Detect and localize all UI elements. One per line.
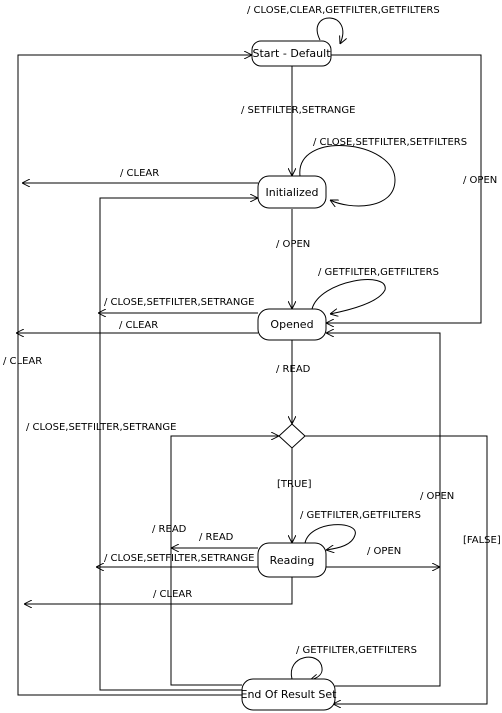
label-reading-self: / GETFILTER,GETFILTERS <box>300 510 421 521</box>
start-open-path <box>326 54 482 323</box>
reading-clear-path <box>24 577 293 604</box>
state-end-of-result-set[interactable]: End Of Result Set <box>241 678 338 711</box>
label-reading-open: / OPEN <box>367 546 401 557</box>
end-self-loop <box>290 656 323 680</box>
label-initialized-self: / CLOSE,SETFILTER,SETFILTERS <box>313 137 467 148</box>
state-opened[interactable]: Opened <box>257 308 327 341</box>
label-opened-self: / GETFILTER,GETFILTERS <box>318 267 439 278</box>
label-opened-close: / CLOSE,SETFILTER,SETRANGE <box>104 297 254 308</box>
reading-self-loop <box>304 524 356 550</box>
choice-diamond[interactable] <box>278 423 306 449</box>
opened-self-loop <box>311 279 386 314</box>
state-start-default[interactable]: Start - Default <box>251 40 332 67</box>
label-end-self: / GETFILTER,GETFILTERS <box>296 645 417 656</box>
transition-lines <box>16 17 488 704</box>
label-choice-true: [TRUE] <box>277 479 312 490</box>
label-choice-false: [FALSE] <box>463 535 501 546</box>
state-label: Start - Default <box>252 47 331 60</box>
label-initialized-clear: / CLEAR <box>120 168 159 179</box>
label-end-read: / READ <box>152 524 187 535</box>
start-self-loop <box>316 17 343 44</box>
end-close-path <box>99 198 258 691</box>
label-reading-close: / CLOSE,SETFILTER,SETRANGE <box>104 553 254 564</box>
transition-labels: / CLOSE,CLEAR,GETFILTER,GETFILTERS / SET… <box>3 5 501 656</box>
state-label: Opened <box>270 318 313 331</box>
label-opened-clear: / CLEAR <box>119 320 158 331</box>
state-label: Initialized <box>265 186 318 199</box>
label-start-to-initialized: / SETFILTER,SETRANGE <box>241 105 355 116</box>
state-initialized[interactable]: Initialized <box>257 175 327 209</box>
label-end-close: / CLOSE,SETFILTER,SETRANGE <box>26 422 176 433</box>
label-start-self: / CLOSE,CLEAR,GETFILTER,GETFILTERS <box>247 5 440 16</box>
label-outer-clear: / CLEAR <box>3 356 42 367</box>
state-label: Reading <box>270 554 315 567</box>
label-opened-read: / READ <box>276 364 311 375</box>
end-open-path <box>326 333 441 687</box>
initialized-self-loop <box>299 145 396 206</box>
end-read-path <box>170 436 279 686</box>
choice-false-path <box>305 435 488 704</box>
outer-clear-path <box>17 55 252 696</box>
state-label: End Of Result Set <box>241 688 338 701</box>
label-reading-read: / READ <box>199 532 234 543</box>
label-start-open: / OPEN <box>463 175 497 186</box>
label-initialized-to-opened: / OPEN <box>276 239 310 250</box>
state-reading[interactable]: Reading <box>257 542 327 578</box>
label-reading-clear: / CLEAR <box>153 589 192 600</box>
label-end-open: / OPEN <box>420 491 454 502</box>
